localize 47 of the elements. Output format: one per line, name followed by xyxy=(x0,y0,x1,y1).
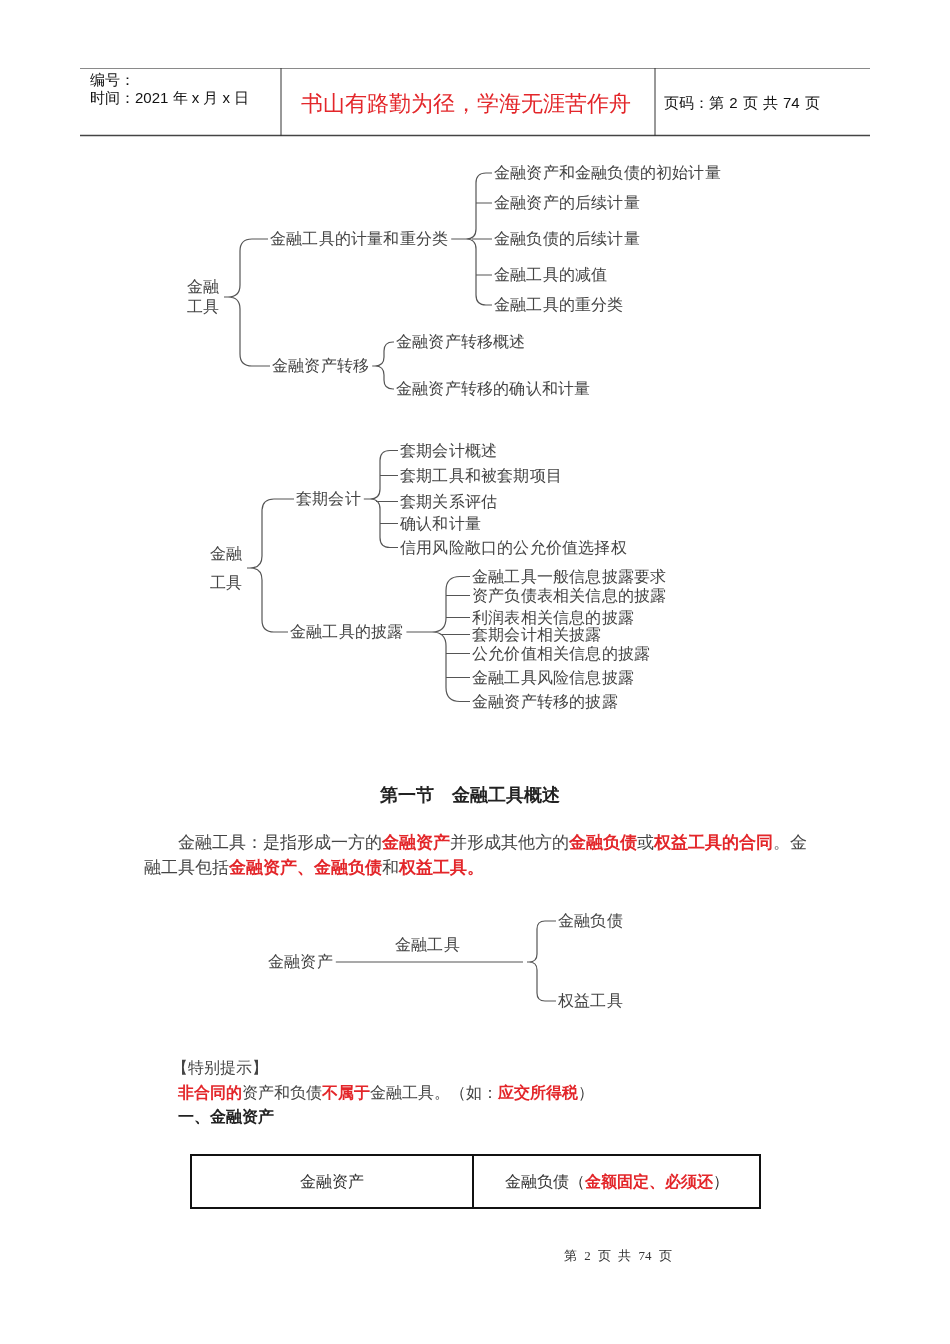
leaf-topic-text: 金融负债的后续计量 xyxy=(494,229,640,249)
brace-connector xyxy=(405,575,471,703)
subsection-heading: 一、金融资产 xyxy=(178,1107,274,1127)
page-footer: 第 2 页 共 74 页 xyxy=(564,1248,672,1264)
brace-connector xyxy=(371,341,395,390)
leaf-topic-text: 套期工具和被套期项目 xyxy=(400,467,562,484)
note-text: 非合同的资产和负债不属于金融工具。（如：应交所得税） xyxy=(178,1083,594,1103)
leaf-topic-text: 金融资产和金融负债的初始计量 xyxy=(494,163,721,183)
leaf-topic-text: 资产负债表相关信息的披露 xyxy=(472,587,667,604)
leaf-topic-text: 金融工具一般信息披露要求 xyxy=(472,568,667,585)
brace-connector xyxy=(223,238,271,367)
brace-connector xyxy=(335,920,557,1002)
edge-label: 金融工具 xyxy=(395,935,460,955)
branch-topic-text: 金融资产转移 xyxy=(272,356,370,376)
leaf-topic-text: 利润表相关信息的披露 xyxy=(472,609,634,626)
paragraph-text: 金融工具：是指形成一方的金融资产并形成其他方的金融负债或权益工具的合同。金融工具包括金融资产、金融负债和权益工具。 xyxy=(144,832,808,879)
branch-topic-text: 金融工具的计量和重分类 xyxy=(270,229,449,249)
leaf-topic-text: 公允价值相关信息的披露 xyxy=(472,645,651,662)
date-text: 时间：2021 年 x 月 x 日 xyxy=(90,89,250,107)
leaf-topic-text: 金融资产转移概述 xyxy=(396,332,526,352)
leaf-topic-text: 信用风险敞口的公允价值选择权 xyxy=(400,539,627,556)
term-text: 金融资产 xyxy=(268,952,333,972)
leaf-topic-text: 套期会计概述 xyxy=(400,442,498,459)
page-info-text: 页码：第 2 页 共 74 页 xyxy=(664,94,820,112)
table-cell: 金融负债（金额固定、必须还） xyxy=(472,1154,761,1209)
branch-topic-text: 金融工具的披露 xyxy=(290,622,404,642)
motto-text: 书山有路勤为径，学海无涯苦作舟 xyxy=(301,91,631,117)
leaf-topic-text: 金融资产转移的确认和计量 xyxy=(396,379,591,399)
brace-connector xyxy=(363,449,399,549)
leaf-topic-text: 金融工具的重分类 xyxy=(494,295,624,315)
leaf-topic-text: 金融工具风险信息披露 xyxy=(472,669,634,686)
leaf-topic-text: 套期会计相关披露 xyxy=(472,626,602,643)
root-topic-text: 金融工具 xyxy=(187,277,221,317)
section-title: 第一节 金融工具概述 xyxy=(380,784,560,807)
leaf-topic-text: 金融资产的后续计量 xyxy=(494,193,640,213)
root-topic-text: 金融工具 xyxy=(210,539,244,597)
note-heading: 【特别提示】 xyxy=(172,1058,268,1078)
term-text: 权益工具 xyxy=(558,991,623,1011)
brace-connector xyxy=(246,498,295,633)
term-text: 金融负债 xyxy=(558,911,623,931)
leaf-topic-text: 金融工具的减值 xyxy=(494,265,608,285)
branch-topic-text: 套期会计 xyxy=(296,489,361,509)
leaf-topic-text: 确认和计量 xyxy=(400,515,481,532)
field-text: 编号： xyxy=(90,71,135,89)
leaf-topic-text: 金融资产转移的披露 xyxy=(472,693,618,710)
table-cell: 金融资产 xyxy=(190,1154,474,1209)
leaf-topic-text: 套期关系评估 xyxy=(400,493,498,510)
